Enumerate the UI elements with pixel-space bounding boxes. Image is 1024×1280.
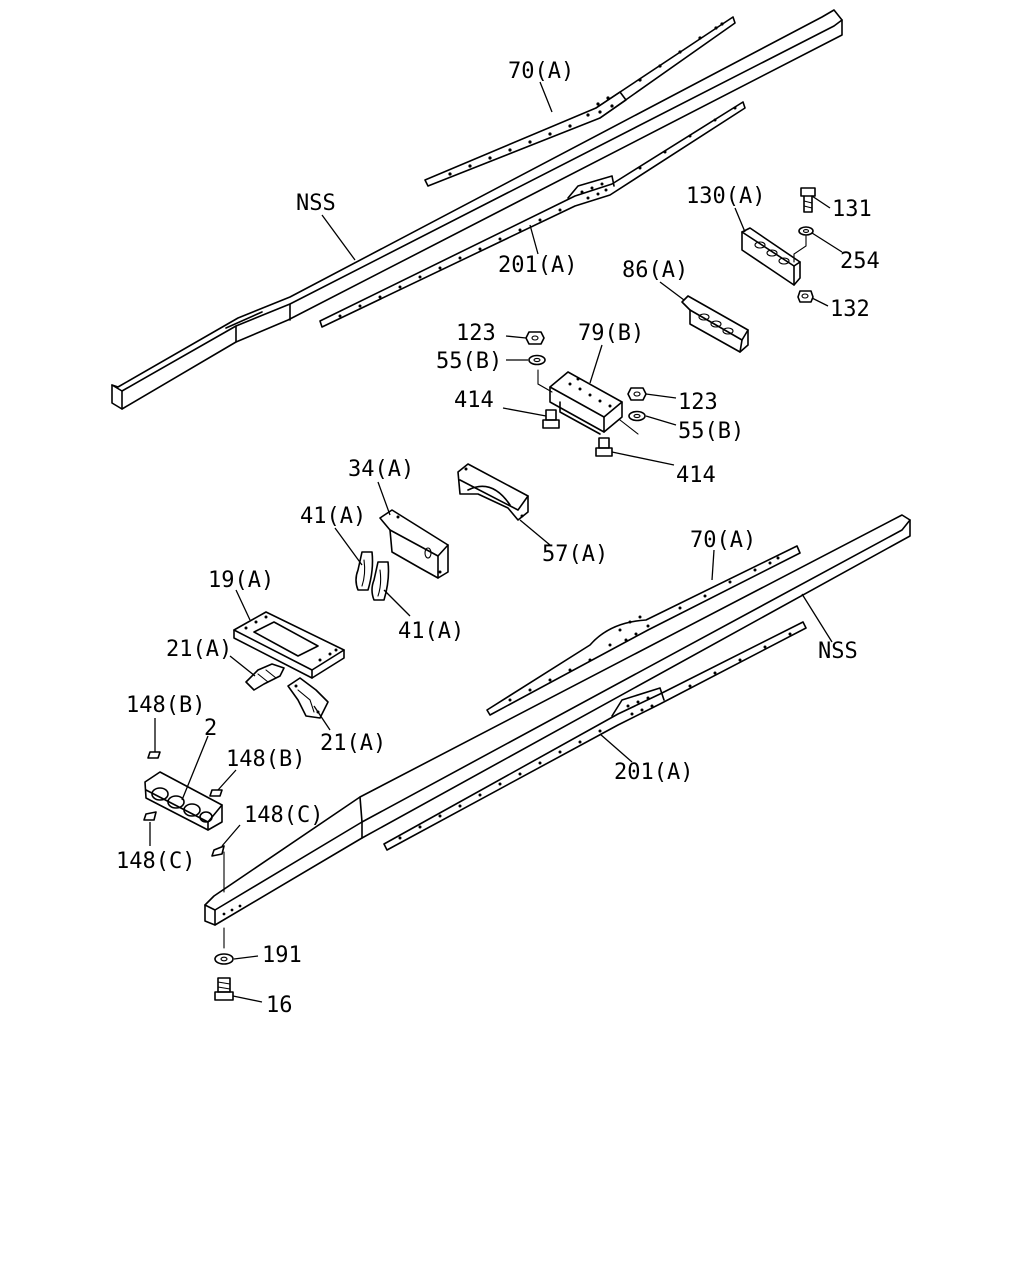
- label-414-right: 414: [676, 463, 716, 488]
- bottom-frame-rail: [204, 514, 911, 926]
- label-148c-right: 148(C): [244, 803, 323, 828]
- bolt-131: [800, 187, 816, 213]
- shim-148c-left: [143, 811, 157, 821]
- label-254: 254: [840, 249, 880, 274]
- nut-123-right: [627, 387, 647, 401]
- bottom-reinforcement-70a: [486, 545, 801, 716]
- shim-148c-right: [211, 845, 225, 857]
- label-130a: 130(A): [686, 184, 765, 209]
- nut-132: [797, 290, 814, 303]
- label-86a: 86(A): [622, 258, 688, 283]
- bolt-16: [214, 977, 234, 1001]
- top-frame-rail: [111, 9, 843, 410]
- bracket-86a: [681, 295, 749, 353]
- bottom-reinforcement-201a: [383, 621, 807, 851]
- label-148c-left: 148(C): [116, 849, 195, 874]
- washer-254: [798, 226, 814, 236]
- label-191: 191: [262, 943, 302, 968]
- bracket-21a-left: [245, 663, 285, 691]
- leader-hardware-79b-left: [537, 369, 553, 393]
- label-2: 2: [204, 716, 217, 741]
- label-57a: 57(A): [542, 542, 608, 567]
- bracket-34a: [379, 509, 449, 579]
- label-201a-top: 201(A): [498, 253, 577, 278]
- label-34a: 34(A): [348, 457, 414, 482]
- bolt-414-right: [595, 437, 613, 457]
- callout-labels: 70(A) NSS 201(A) 130(A) 131 254 132 86(A…: [116, 59, 880, 1018]
- bracket-79b: [549, 371, 623, 435]
- crossmember-2: [144, 771, 223, 831]
- bracket-41a-left: [355, 551, 374, 591]
- label-19a: 19(A): [208, 568, 274, 593]
- bracket-130a: [741, 227, 801, 286]
- label-131: 131: [832, 197, 872, 222]
- label-201a-bottom: 201(A): [614, 760, 693, 785]
- top-reinforcement-70a: [424, 16, 736, 187]
- label-21a-left: 21(A): [166, 637, 232, 662]
- bolt-path-131: [793, 235, 807, 263]
- label-123-left: 123: [456, 321, 496, 346]
- crossmember-19a: [233, 611, 345, 679]
- washer-55b-right: [628, 410, 646, 422]
- label-79b: 79(B): [578, 321, 644, 346]
- label-55b-right: 55(B): [678, 419, 744, 444]
- label-55b-left: 55(B): [436, 349, 502, 374]
- label-70a-top: 70(A): [508, 59, 574, 84]
- washer-55b-left: [528, 354, 546, 366]
- label-148b-right: 148(B): [226, 747, 305, 772]
- label-132: 132: [830, 297, 870, 322]
- bracket-41a-right: [371, 561, 390, 601]
- label-nss-top: NSS: [296, 191, 336, 216]
- leader-lines: [149, 81, 843, 1003]
- bracket-21a-right: [287, 677, 329, 719]
- label-nss-bottom: NSS: [818, 639, 858, 664]
- bracket-57a: [457, 463, 529, 521]
- top-reinforcement-201a: [319, 101, 746, 328]
- leader-hardware-79b-right: [619, 419, 639, 435]
- label-123-right: 123: [678, 390, 718, 415]
- label-16: 16: [266, 993, 293, 1018]
- nut-123-left: [525, 331, 545, 345]
- label-70a-bottom: 70(A): [690, 528, 756, 553]
- shim-148b-right: [209, 789, 223, 797]
- bolt-414-left: [542, 409, 560, 429]
- washer-191: [214, 953, 234, 965]
- label-148b-left: 148(B): [126, 693, 205, 718]
- label-41a-right: 41(A): [398, 619, 464, 644]
- shim-148b-left: [147, 751, 161, 759]
- label-414-left: 414: [454, 388, 494, 413]
- label-21a-right: 21(A): [320, 731, 386, 756]
- label-41a-left: 41(A): [300, 504, 366, 529]
